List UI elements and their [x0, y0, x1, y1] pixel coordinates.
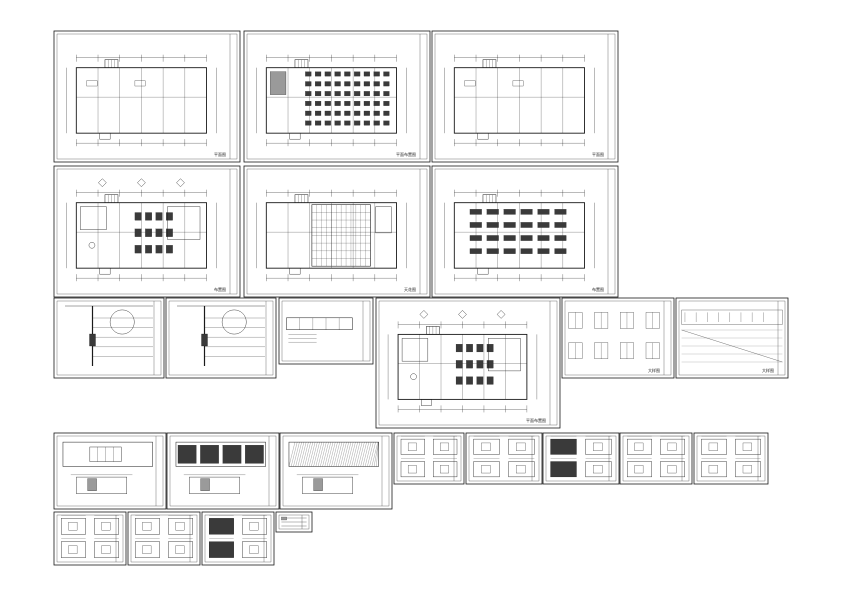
sheet-title-plan-large: 平面布置图: [526, 417, 546, 423]
drawing-sheet-elevation-a: [278, 297, 374, 365]
drawing-sheet-elevation-c: [166, 432, 280, 510]
drawing-sheet-small-1: [53, 511, 127, 566]
drawing-sheet-elev-set-4: [619, 432, 693, 485]
sheet-title-plan-4: 布置图: [214, 286, 226, 292]
sheet-title-plan-5: 天花图: [404, 286, 416, 292]
drawing-sheet-plan-6: 布置图: [431, 165, 619, 298]
drawing-sheet-plan-1: 平面图: [53, 30, 241, 163]
drawing-sheet-detail-sheet-1: 大样图: [561, 297, 675, 379]
sheet-title-plan-2: 平面布置图: [396, 151, 416, 157]
drawing-sheet-plan-5: 天花图: [243, 165, 431, 298]
drawing-sheet-small-2: [127, 511, 201, 566]
drawing-sheet-elev-set-1: [393, 432, 465, 485]
drawing-sheet-plan-4: 布置图: [53, 165, 241, 298]
drawing-sheet-elev-set-5: [693, 432, 769, 485]
drawing-sheet-detail-1: [53, 297, 165, 379]
drawing-sheet-small-4: [275, 511, 313, 533]
sheet-title-detail-sheet-2: 大样图: [762, 367, 774, 373]
drawing-sheet-plan-3: 平面图: [431, 30, 619, 163]
sheet-title-plan-1: 平面图: [214, 151, 226, 157]
drawing-sheet-elevation-b: [53, 432, 167, 510]
drawing-sheet-elevation-d: [279, 432, 393, 510]
sheet-title-plan-6: 布置图: [592, 286, 604, 292]
sheet-title-detail-sheet-1: 大样图: [648, 367, 660, 373]
sheet-title-plan-3: 平面图: [592, 151, 604, 157]
drawing-sheet-detail-2: [165, 297, 277, 379]
drawing-sheet-small-3: [201, 511, 275, 566]
drawing-sheet-plan-2: 平面布置图: [243, 30, 431, 163]
drawing-sheet-elev-set-2: [465, 432, 543, 485]
drawing-sheet-elev-set-3: [542, 432, 620, 485]
drawing-sheet-detail-sheet-2: 大样图: [675, 297, 789, 379]
drawing-sheet-plan-large: 平面布置图: [375, 297, 561, 429]
